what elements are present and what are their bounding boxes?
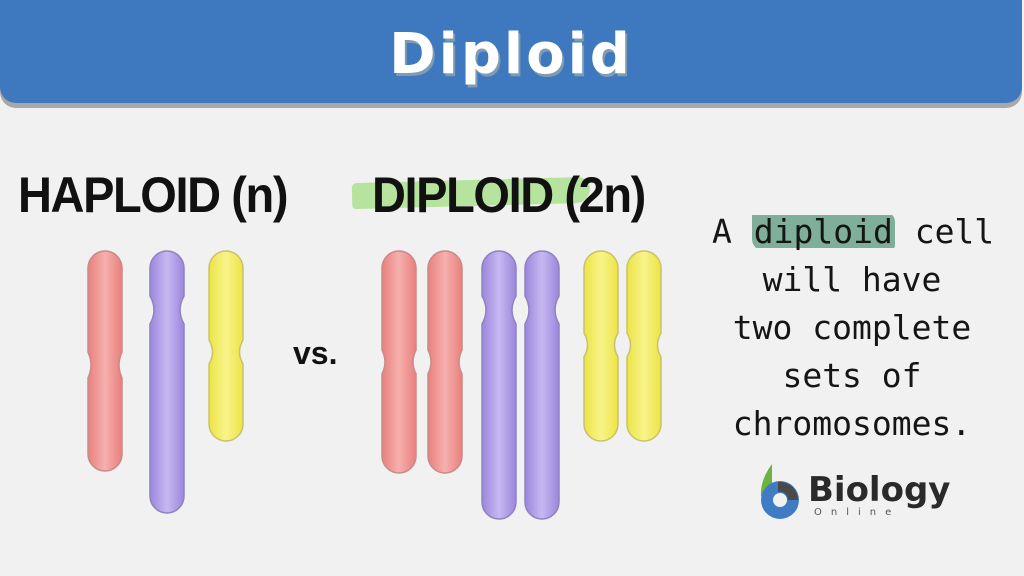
diploid-purple-chromosome-2 [524,250,560,520]
note-text: cell [894,212,995,251]
highlighted-word: diploid [751,212,895,251]
diploid-purple-chromosome-1 [481,250,517,520]
chromosome-illustration [87,250,662,520]
logo-wordmark: Biology [808,470,951,510]
page-title: Diploid [389,22,633,87]
note-line-2: will have [762,260,942,299]
biology-online-logo[interactable]: Biology Online [758,460,951,522]
haploid-red-chromosome [87,250,123,472]
diploid-red-chromosome-1 [381,250,417,474]
note-line-3: two complete [732,308,972,347]
haploid-purple-chromosome [149,250,185,514]
haploid-heading: HAPLOID (n) [18,167,288,223]
diploid-red-chromosome-2 [427,250,463,474]
diploid-yellow-chromosome-1 [583,250,619,442]
diploid-heading: DIPLOID (2n) [372,167,646,223]
definition-note: A diploid cell will have two complete se… [712,208,995,448]
diploid-yellow-chromosome-2 [626,250,662,442]
note-line-4: sets of [782,356,922,395]
logo-leaf-icon [760,464,799,519]
title-banner: Diploid [0,0,1022,103]
note-line-1: A diploid cell [712,208,995,256]
note-text: A [712,212,752,251]
note-line-5: chromosomes. [732,404,972,443]
logo-subtitle: Online [814,507,901,518]
versus-label: vs. [293,335,338,371]
haploid-yellow-chromosome [208,250,244,442]
